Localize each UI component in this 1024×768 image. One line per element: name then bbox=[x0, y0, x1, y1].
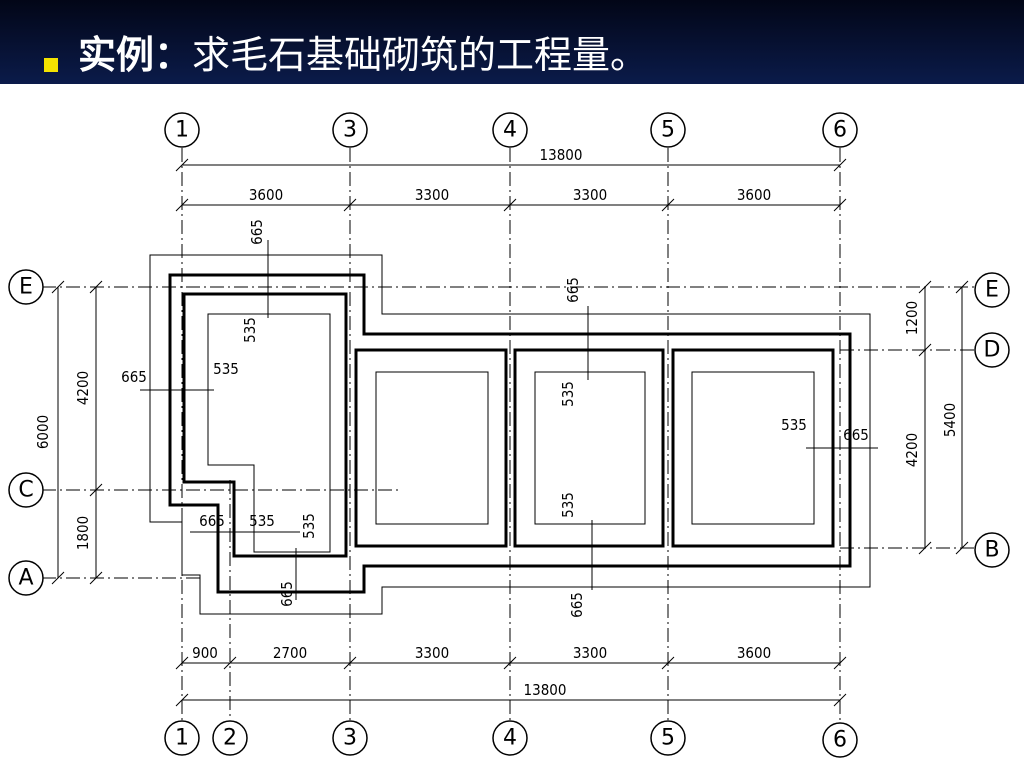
offset-535-bottom-middle: 535 bbox=[559, 492, 577, 518]
dim-bottom-span-4: 3300 bbox=[573, 644, 607, 662]
axis-right-b: B bbox=[984, 538, 999, 563]
axis-bubbles-top bbox=[164, 112, 858, 148]
dim-bottom-span-3: 3300 bbox=[415, 644, 449, 662]
offset-535-left: 535 bbox=[213, 360, 239, 378]
axis-top-6: 6 bbox=[833, 118, 847, 143]
room-4-5 bbox=[513, 348, 665, 548]
dim-left-span-2: 1800 bbox=[74, 516, 92, 550]
foundation-plan: 13800 3600 3300 3300 3600 900 2700 3300 … bbox=[8, 112, 1010, 758]
right-dimensions bbox=[918, 280, 969, 555]
room-l-inner bbox=[207, 313, 331, 553]
axis-left-c: C bbox=[18, 478, 33, 503]
axis-bubbles-bottom bbox=[164, 720, 858, 758]
axis-top-4: 4 bbox=[503, 118, 517, 143]
offset-535-bottom-left: 535 bbox=[249, 512, 275, 530]
offset-665-bottom-left: 665 bbox=[199, 512, 225, 530]
dim-right-span-1: 1200 bbox=[903, 301, 921, 335]
axis-right-d: D bbox=[984, 338, 1001, 363]
dim-top-span-1: 3600 bbox=[249, 186, 283, 204]
dim-left-span-1: 4200 bbox=[74, 371, 92, 405]
dim-top-total: 13800 bbox=[540, 146, 583, 164]
axis-bottom-3: 3 bbox=[343, 726, 357, 751]
dim-right-total: 5400 bbox=[941, 403, 959, 437]
slide-title: 实例：求毛石基础砌筑的工程量。 bbox=[78, 33, 649, 77]
dim-right-span-2: 4200 bbox=[903, 433, 921, 467]
offset-665-left: 665 bbox=[121, 368, 147, 386]
offset-665-middle: 665 bbox=[564, 277, 582, 303]
dim-bottom-span-1: 900 bbox=[192, 644, 218, 662]
axis-bottom-1: 1 bbox=[175, 726, 189, 751]
top-dimensions bbox=[175, 158, 847, 212]
axis-bubbles-left bbox=[8, 269, 44, 596]
axis-top-1: 1 bbox=[175, 118, 189, 143]
offset-665-right: 665 bbox=[843, 426, 869, 444]
left-dimensions bbox=[51, 280, 103, 585]
dim-left-total: 6000 bbox=[34, 415, 52, 449]
wall-outline-inner bbox=[182, 292, 348, 558]
dim-top-span-3: 3300 bbox=[573, 186, 607, 204]
wall-outline-outer bbox=[168, 273, 852, 594]
dim-top-span-4: 3600 bbox=[737, 186, 771, 204]
dim-bottom-span-2: 2700 bbox=[273, 644, 307, 662]
axis-bottom-2: 2 bbox=[223, 726, 237, 751]
axis-bubbles-right bbox=[974, 272, 1010, 568]
axis-bottom-6: 6 bbox=[833, 728, 847, 753]
slide-header: 实例：求毛石基础砌筑的工程量。 bbox=[0, 0, 1024, 84]
axis-top-3: 3 bbox=[343, 118, 357, 143]
offset-535-middle: 535 bbox=[559, 381, 577, 407]
footing-outline-outer bbox=[149, 254, 871, 615]
room-3-4 bbox=[354, 348, 508, 548]
title-bold: 实例： bbox=[78, 32, 193, 77]
axis-bottom-5: 5 bbox=[661, 726, 675, 751]
offset-535-bottom-left-vertical: 535 bbox=[300, 513, 318, 539]
offset-665-bottom-left-vertical: 665 bbox=[278, 581, 296, 607]
axis-left-e: E bbox=[19, 275, 33, 300]
offset-535-top-left: 535 bbox=[241, 317, 259, 343]
axis-top-5: 5 bbox=[661, 118, 675, 143]
axis-left-a: A bbox=[18, 566, 33, 591]
axis-lines bbox=[42, 148, 975, 720]
bottom-dimensions bbox=[175, 656, 847, 707]
dim-bottom-total: 13800 bbox=[524, 681, 567, 699]
offset-leaders bbox=[140, 240, 878, 600]
title-rest: 求毛石基础砌筑的工程量。 bbox=[192, 33, 649, 77]
bullet-icon bbox=[44, 58, 58, 72]
axis-right-e: E bbox=[985, 278, 999, 303]
offset-535-right: 535 bbox=[781, 416, 807, 434]
dim-top-span-2: 3300 bbox=[415, 186, 449, 204]
dim-bottom-span-5: 3600 bbox=[737, 644, 771, 662]
offset-665-bottom-middle: 665 bbox=[568, 592, 586, 618]
axis-bottom-4: 4 bbox=[503, 726, 517, 751]
offset-665-top-left: 665 bbox=[248, 219, 266, 245]
